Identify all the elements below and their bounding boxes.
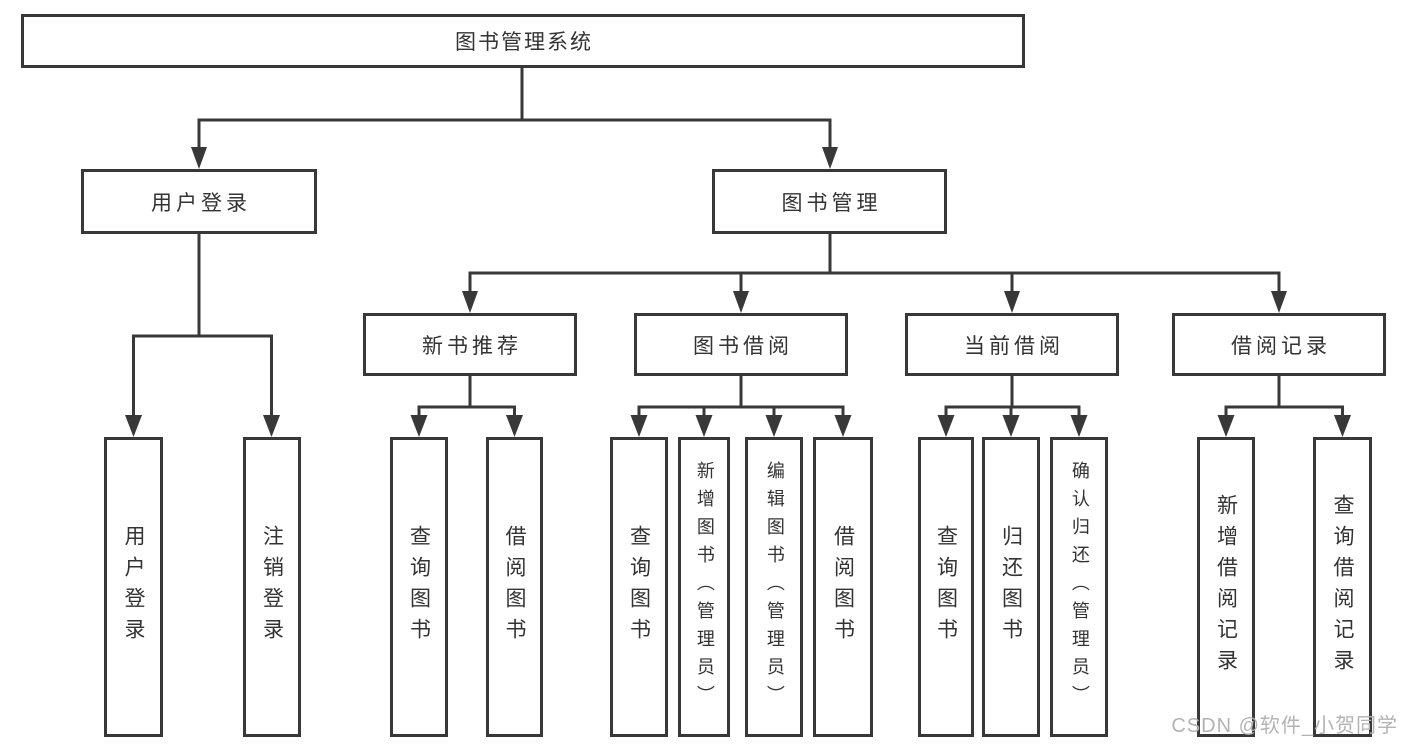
node-label: 借阅记录	[1231, 334, 1331, 358]
arrowhead	[125, 415, 142, 437]
node-borrowing-records: 借阅记录	[1172, 313, 1386, 376]
leaf-search-borrow-record: 查询借阅记录	[1313, 437, 1372, 737]
node-label: 用户登录	[122, 525, 146, 649]
node-label: 用户登录	[151, 191, 251, 215]
node-label: 当前借阅	[964, 334, 1064, 358]
node-label: 查询借阅记录	[1331, 494, 1355, 680]
node-label: 注销登录	[260, 525, 284, 649]
arrowhead	[765, 415, 783, 437]
leaf-confirm-return-admin: 确认归还（管理员）	[1050, 437, 1108, 737]
leaf-user-login: 用户登录	[104, 437, 163, 737]
leaf-return-books: 归还图书	[982, 437, 1040, 737]
node-label: 归还图书	[999, 525, 1023, 649]
node-label: 新书推荐	[422, 334, 522, 358]
leaf-borrow-books-borrowing: 借阅图书	[813, 437, 873, 737]
node-label: 编辑图书（管理员）	[764, 461, 785, 713]
arrowhead	[733, 291, 749, 313]
arrowhead	[834, 415, 852, 437]
leaf-search-books-recommend: 查询图书	[390, 437, 448, 737]
leaf-add-borrow-record: 新增借阅记录	[1197, 437, 1255, 737]
arrowhead	[1070, 415, 1088, 437]
arrowhead	[263, 415, 280, 437]
arrowhead	[1217, 415, 1235, 437]
arrowhead	[1334, 415, 1351, 437]
node-label: 查询图书	[627, 525, 651, 649]
csdn-watermark: CSDN @软件_小贺同学	[1171, 715, 1398, 737]
leaf-search-books-current: 查询图书	[918, 437, 974, 737]
node-current-borrowing: 当前借阅	[905, 313, 1119, 376]
arrowhead	[191, 147, 207, 169]
leaf-edit-books-admin: 编辑图书（管理员）	[745, 437, 803, 737]
leaf-borrow-books-recommend: 借阅图书	[486, 437, 543, 737]
arrowhead	[410, 415, 428, 437]
arrowhead	[937, 415, 955, 437]
node-user-login: 用户登录	[81, 169, 317, 234]
arrowhead	[822, 147, 838, 169]
arrowhead	[1002, 415, 1020, 437]
leaf-add-books-admin: 新增图书（管理员）	[678, 437, 730, 737]
arrowhead	[630, 415, 648, 437]
node-new-book-recommendation: 新书推荐	[363, 313, 577, 376]
arrowhead	[695, 415, 713, 437]
node-label: 新增借阅记录	[1214, 494, 1238, 680]
node-label: 借阅图书	[831, 525, 855, 649]
node-book-borrowing: 图书借阅	[634, 313, 848, 376]
leaf-logout: 注销登录	[243, 437, 301, 737]
node-label: 确认归还（管理员）	[1069, 461, 1090, 713]
leaf-search-books-borrowing: 查询图书	[610, 437, 668, 737]
arrowhead	[1271, 291, 1287, 313]
node-root-library-system: 图书管理系统	[21, 14, 1025, 68]
node-label: 借阅图书	[503, 525, 527, 649]
arrowhead	[506, 415, 523, 437]
node-book-management: 图书管理	[712, 169, 947, 234]
node-label: 图书管理系统	[455, 31, 593, 54]
node-label: 图书借阅	[693, 334, 793, 358]
node-label: 图书管理	[781, 191, 882, 215]
node-label: 查询图书	[407, 525, 431, 649]
arrowhead	[462, 291, 478, 313]
node-label: 查询图书	[934, 525, 958, 649]
node-label: 新增图书（管理员）	[694, 461, 715, 713]
arrowhead	[1004, 291, 1020, 313]
